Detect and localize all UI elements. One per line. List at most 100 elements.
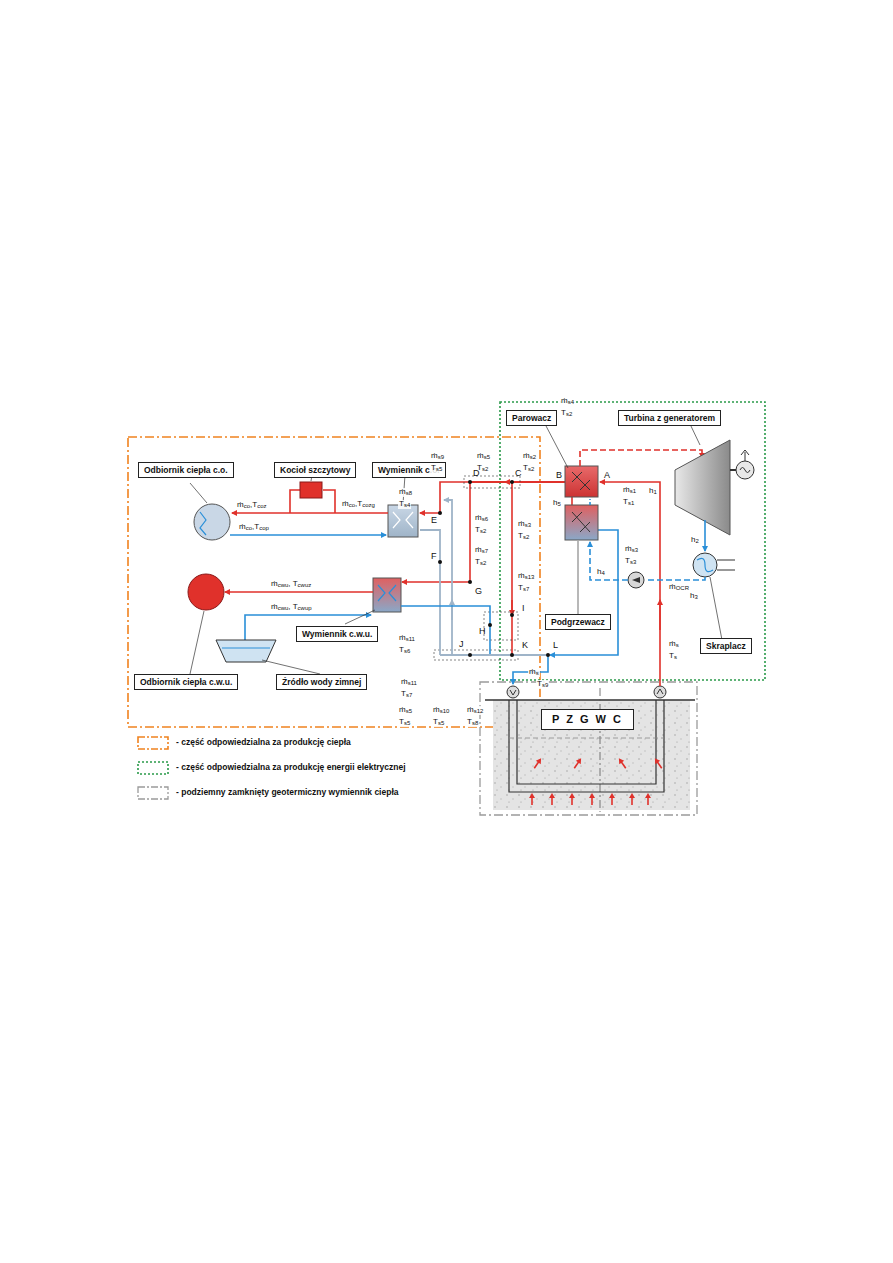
scheme-part	[138, 787, 168, 799]
scheme-part	[628, 572, 644, 588]
legend-text: - podziemny zamknięty geotermiczny wymie…	[176, 787, 398, 797]
scheme-part	[312, 483, 313, 499]
flow-label: ṁco,Tcop	[238, 523, 270, 532]
device-name: Wymiennik c.w.u.	[302, 629, 372, 639]
flow-label: Ts	[668, 652, 678, 661]
scheme-part	[589, 793, 595, 805]
scheme-part	[572, 512, 590, 532]
point-letter: C	[514, 469, 523, 479]
scheme-part	[704, 520, 706, 551]
scheme-part	[645, 577, 705, 580]
scheme-part	[532, 757, 544, 770]
scheme-part	[138, 762, 168, 774]
scheme-part	[546, 653, 550, 657]
scheme-part	[388, 505, 418, 537]
flow-label: h2	[690, 536, 700, 545]
point-letter: B	[555, 471, 563, 481]
scheme-part	[571, 497, 573, 505]
device-name: Skraplacz	[706, 641, 746, 651]
scheme-part	[507, 686, 519, 698]
scheme-part	[488, 623, 492, 627]
flow-label: Ts2	[474, 558, 487, 567]
flow-label: Ts5	[432, 718, 445, 727]
device-label: Turbina z generatorem	[618, 410, 721, 426]
scheme-part	[440, 654, 548, 656]
device-label: Źródło wody zimnej	[276, 674, 367, 690]
flow-label: h5	[552, 499, 562, 508]
flow-label: Ts6	[398, 646, 411, 655]
flow-label: ṁs11	[398, 634, 416, 643]
device-label: Skraplacz	[700, 638, 752, 654]
scheme-part	[468, 653, 472, 657]
device-name: P Z G W C	[552, 713, 623, 726]
scheme-part	[609, 793, 615, 805]
flow-label: Ts5	[430, 464, 443, 473]
device-name: Podgrzewacz	[551, 617, 605, 627]
flow-label: ṁOCR	[668, 583, 690, 592]
scheme-part	[420, 482, 470, 513]
scheme-part	[569, 793, 575, 805]
point-letter: E	[430, 516, 438, 526]
flow-label: ṁs13	[517, 572, 535, 581]
scheme-part	[225, 591, 373, 593]
scheme-part	[378, 585, 396, 601]
point-letter: A	[603, 471, 611, 481]
ground-exchanger-label: P Z G W C	[541, 709, 634, 730]
scheme-part	[128, 437, 540, 727]
scheme-part	[190, 424, 722, 674]
device-name: Odbiornik ciepła c.w.u.	[140, 677, 232, 687]
flow-label: Ts7	[400, 690, 413, 699]
device-name: Parowacz	[512, 413, 551, 423]
scheme-part	[632, 577, 640, 583]
scheme-part	[200, 512, 206, 535]
point-letter: I	[521, 604, 526, 614]
scheme-part	[657, 689, 663, 694]
scheme-part	[468, 480, 472, 484]
device-name: Źródło wody zimnej	[282, 677, 361, 687]
flow-label: ṁs2	[522, 452, 537, 461]
scheme-part	[590, 542, 628, 580]
scheme-part	[629, 793, 635, 805]
scheme-part	[675, 440, 730, 535]
scheme-part	[710, 577, 722, 640]
flow-label: ṁs7	[474, 546, 489, 555]
scheme-part	[300, 482, 322, 498]
scheme-part	[550, 530, 618, 655]
flow-label: ṁs4	[560, 397, 575, 406]
scheme-part	[232, 512, 388, 514]
scheme-part	[262, 660, 320, 674]
scheme-part	[470, 481, 565, 483]
flow-label: ṁs9	[430, 452, 445, 461]
scheme-part	[510, 480, 514, 484]
flow-label: ṁs1	[622, 486, 637, 495]
scheme-part	[345, 610, 375, 624]
scheme-part	[373, 578, 401, 612]
flow-label: ṁs12	[466, 706, 484, 715]
scheme-part	[480, 682, 697, 815]
scheme-part	[216, 640, 276, 662]
point-letter: D	[472, 469, 481, 479]
scheme-part	[578, 541, 579, 614]
scheme-part	[545, 424, 568, 468]
scheme-part	[654, 686, 666, 698]
flow-label: ṁs10	[432, 706, 450, 715]
scheme-part	[509, 700, 664, 792]
flow-label: ṁco,Tcoz	[236, 501, 267, 510]
flow-label: h1	[648, 487, 658, 496]
scheme-part	[493, 700, 690, 810]
flow-label: ṁcwu, Tcwuz	[270, 580, 312, 589]
scheme-part	[645, 793, 651, 805]
scheme-part	[190, 611, 204, 674]
scheme-part	[697, 558, 713, 571]
flow-label: h3	[689, 592, 699, 601]
flow-label: Ts5	[398, 718, 411, 727]
scheme-part	[190, 483, 207, 503]
flow-label: h4	[596, 568, 606, 577]
scheme-part	[572, 472, 590, 490]
scheme-part	[194, 504, 230, 540]
scheme-part	[549, 793, 555, 805]
scheme-part	[484, 612, 518, 640]
scheme-part	[401, 606, 490, 655]
scheme-part	[517, 700, 656, 784]
